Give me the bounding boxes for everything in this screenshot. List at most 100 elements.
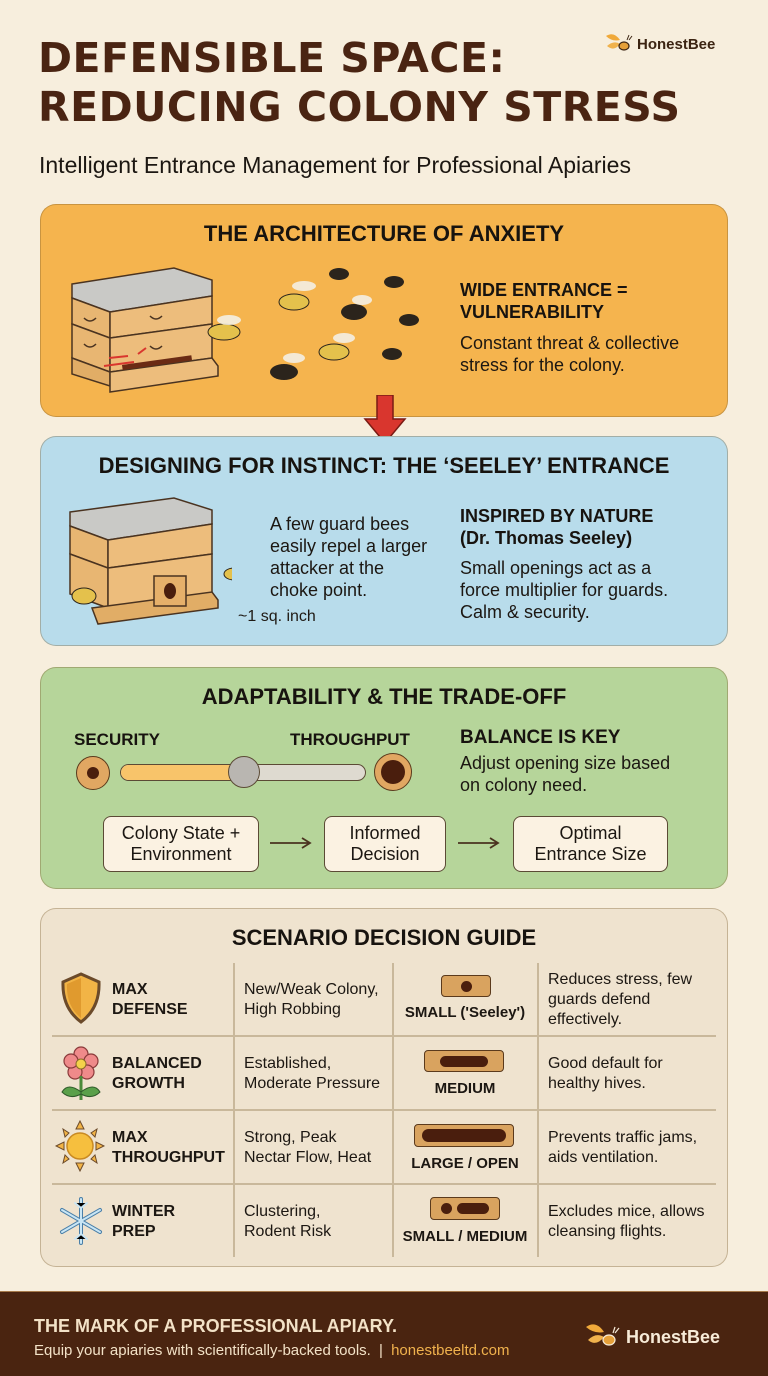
arrow-right-icon: [270, 837, 312, 849]
flow-step-3-line-1: Optimal: [559, 823, 622, 843]
row-condition-line-2: Moderate Pressure: [244, 1075, 381, 1092]
anxiety-text-block: WIDE ENTRANCE = VULNERABILITY Constant t…: [460, 279, 679, 376]
row-size: LARGE / OPEN: [411, 1155, 519, 1172]
shield-icon: [61, 972, 101, 1024]
footer-brand-logo[interactable]: HonestBee: [584, 1322, 720, 1352]
row-desc-line-1: Excludes mice, allows: [548, 1203, 705, 1220]
row-label-line-1: BALANCED: [112, 1055, 202, 1072]
large-opening-icon: [374, 753, 412, 791]
row-desc-line-2: aids ventilation.: [548, 1149, 659, 1166]
brand-name: HonestBee: [637, 35, 716, 53]
anxiety-heading-line-1: WIDE ENTRANCE =: [460, 280, 628, 300]
row-label-line-1: MAX: [112, 981, 148, 998]
flower-icon: [61, 1046, 101, 1100]
guard-caption-line-2: easily repel a larger: [270, 536, 428, 556]
guard-caption-line-1: A few guard bees: [270, 514, 410, 534]
small-reducer-icon: [441, 975, 491, 997]
seeley-body-line-3: Calm & security.: [460, 602, 590, 622]
footer-separator: |: [379, 1342, 383, 1359]
flow-step-colony-state: Colony State +Environment: [103, 816, 259, 872]
section-title: SCENARIO DECISION GUIDE: [231, 925, 537, 950]
bee-logo-icon: [606, 34, 633, 51]
row-condition-line-1: Clustering,: [244, 1203, 321, 1220]
guard-caption-line-3: attacker at the: [270, 558, 385, 578]
seeley-text-block: INSPIRED BY NATURE (Dr. Thomas Seeley) S…: [460, 505, 668, 623]
flow-step-2-line-2: Decision: [350, 844, 420, 864]
brand-logo[interactable]: HonestBee: [604, 32, 715, 56]
row-label-line-2: THROUGHPUT: [112, 1149, 225, 1166]
anxiety-body-line-1: Constant threat & collective: [460, 333, 680, 353]
footer-tagline: Equip your apiaries with scientifically-…: [34, 1342, 371, 1359]
title-line-1: DEFENSIBLE SPACE:: [38, 34, 506, 82]
small-opening-icon: [76, 756, 110, 790]
seeley-heading-line-1: INSPIRED BY NATURE: [460, 506, 654, 526]
small-medium-reducer-icon: [430, 1197, 500, 1220]
row-desc-line-1: Reduces stress, few: [548, 971, 693, 988]
row-label-line-2: DEFENSE: [112, 1001, 188, 1018]
hive-wide-entrance-illustration: [71, 267, 419, 393]
medium-reducer-icon: [424, 1050, 504, 1072]
row-desc-line-2: cleansing flights.: [548, 1223, 667, 1240]
row-condition-line-1: New/Weak Colony,: [244, 981, 379, 998]
row-desc-line-3: effectively.: [548, 1011, 623, 1028]
page-title: DEFENSIBLE SPACE: REDUCING COLONY STRESS: [38, 34, 681, 132]
page-subtitle: Intelligent Entrance Management for Prof…: [39, 152, 631, 178]
row-size: SMALL / MEDIUM: [402, 1228, 528, 1245]
section-title: DESIGNING FOR INSTINCT: THE ‘SEELEY’ ENT…: [98, 453, 670, 478]
footer-banner: THE MARK OF A PROFESSIONAL APIARY. Equip…: [0, 1291, 768, 1376]
section-title: ADAPTABILITY & THE TRADE-OFF: [201, 684, 567, 709]
seeley-body-line-1: Small openings act as a: [460, 558, 652, 578]
row-condition-line-1: Established,: [244, 1055, 332, 1072]
slider-thumb[interactable]: [228, 756, 260, 788]
balance-body-line-2: on colony need.: [460, 775, 588, 795]
row-label-line-1: MAX: [112, 1129, 148, 1146]
table-divider: [52, 1109, 716, 1111]
row-condition-line-1: Strong, Peak: [244, 1129, 337, 1146]
section-scenario-guide: SCENARIO DECISION GUIDE: [40, 908, 728, 1267]
table-divider: [52, 1035, 716, 1037]
footer-tagline-row: Equip your apiaries with scientifically-…: [34, 1342, 510, 1359]
title-line-2: REDUCING COLONY STRESS: [38, 83, 681, 131]
row-label-line-1: WINTER: [112, 1203, 176, 1220]
arrow-right-icon: [458, 837, 500, 849]
flow-step-1-line-2: Environment: [130, 844, 232, 864]
flow-step-2-line-1: Informed: [349, 823, 421, 843]
arrow-down-icon: [363, 395, 407, 445]
row-desc-line-2: healthy hives.: [548, 1075, 646, 1092]
snowflake-icon: [60, 1197, 102, 1245]
balance-body-line-1: Adjust opening size based: [460, 753, 671, 773]
row-size: MEDIUM: [434, 1080, 496, 1097]
row-desc-line-1: Prevents traffic jams,: [548, 1129, 698, 1146]
flow-step-3-line-2: Entrance Size: [534, 844, 647, 864]
row-condition-line-2: High Robbing: [244, 1001, 341, 1018]
footer-brand-name: HonestBee: [626, 1326, 721, 1347]
bee-logo-icon: [586, 1324, 620, 1346]
slider-label-throughput: THROUGHPUT: [290, 730, 410, 749]
entrance-size-measurement: ~1 sq. inch: [238, 608, 316, 625]
row-desc-line-1: Good default for: [548, 1055, 663, 1072]
slider-label-security: SECURITY: [74, 730, 160, 749]
anxiety-heading-line-2: VULNERABILITY: [460, 302, 604, 322]
footer-website-link[interactable]: honestbeeltd.com: [391, 1342, 510, 1359]
balance-heading: BALANCE IS KEY: [460, 727, 621, 748]
row-label-line-2: PREP: [112, 1223, 156, 1240]
section-title: THE ARCHITECTURE OF ANXIETY: [203, 221, 565, 246]
anxiety-body-line-2: stress for the colony.: [460, 355, 625, 375]
seeley-heading-line-2: (Dr. Thomas Seeley): [460, 528, 633, 548]
table-divider: [52, 1183, 716, 1185]
seeley-body-line-2: force multiplier for guards.: [460, 580, 669, 600]
row-size: SMALL ('Seeley'): [404, 1004, 526, 1021]
sun-icon: [55, 1120, 105, 1172]
flow-step-1-line-1: Colony State +: [121, 823, 241, 843]
row-label-line-2: GROWTH: [112, 1075, 185, 1092]
row-condition-line-2: Nectar Flow, Heat: [244, 1149, 372, 1166]
guard-caption-line-4: choke point.: [270, 580, 368, 600]
slider-fill: [121, 765, 246, 780]
guard-caption: A few guard bees easily repel a larger a…: [270, 513, 427, 601]
row-condition-line-2: Rodent Risk: [244, 1223, 332, 1240]
large-reducer-icon: [414, 1124, 514, 1147]
balance-text-block: BALANCE IS KEY Adjust opening size based…: [460, 727, 670, 796]
hive-small-entrance-illustration: [69, 497, 232, 625]
